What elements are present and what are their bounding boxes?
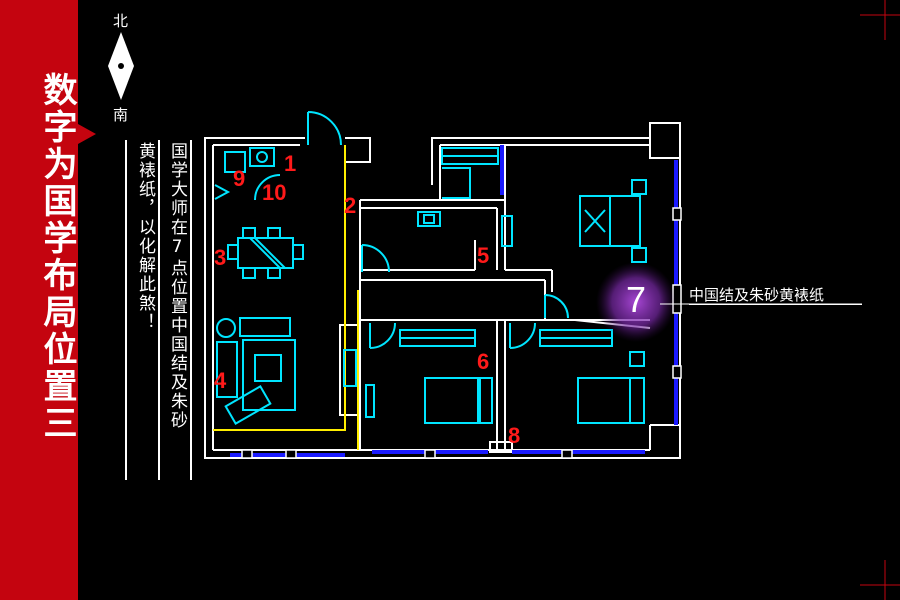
sidebar: 数字为国学布局位置三 bbox=[0, 0, 78, 600]
room-label-2: 2 bbox=[344, 193, 356, 218]
room-label-5: 5 bbox=[477, 243, 489, 268]
room-labels: 1 2 3 4 5 6 8 9 10 bbox=[214, 151, 520, 448]
furniture bbox=[214, 111, 647, 426]
corner-decoration-bottom bbox=[860, 560, 900, 600]
note-divider-middle bbox=[158, 140, 160, 480]
note-divider-right bbox=[190, 140, 192, 480]
callout-underline bbox=[689, 304, 862, 305]
compass-north-label: 北 bbox=[113, 12, 129, 30]
room-label-4: 4 bbox=[214, 368, 227, 393]
sidebar-title: 数字为国学布局位置三 bbox=[0, 72, 78, 439]
position-7-highlight bbox=[596, 262, 676, 342]
note-column-1: 国学大师在7点位置中国结及朱砂 bbox=[167, 142, 187, 430]
corner-decoration-top bbox=[860, 0, 900, 40]
note-divider-left bbox=[125, 140, 127, 480]
sidebar-arrow-icon bbox=[78, 124, 96, 144]
interior-walls bbox=[339, 199, 651, 453]
callout-text: 中国结及朱砂黄裱纸 bbox=[689, 286, 825, 304]
room-label-1: 1 bbox=[284, 151, 296, 176]
compass-south-label: 南 bbox=[113, 106, 129, 124]
note-column-2: 黄裱纸，以化解此煞！ bbox=[135, 142, 155, 332]
room-label-3: 3 bbox=[214, 245, 226, 270]
callout-number: 7 bbox=[625, 279, 647, 320]
compass-needle-icon bbox=[108, 32, 134, 100]
room-label-10: 10 bbox=[262, 180, 286, 205]
room-label-8: 8 bbox=[508, 423, 520, 448]
room-label-9: 9 bbox=[233, 166, 245, 191]
sidebar-title-suffix: 三 bbox=[37, 405, 77, 439]
room-label-6: 6 bbox=[477, 349, 489, 374]
sidebar-title-text: 数字为国学布局位置 bbox=[37, 72, 77, 405]
yellow-boundary bbox=[213, 145, 359, 450]
